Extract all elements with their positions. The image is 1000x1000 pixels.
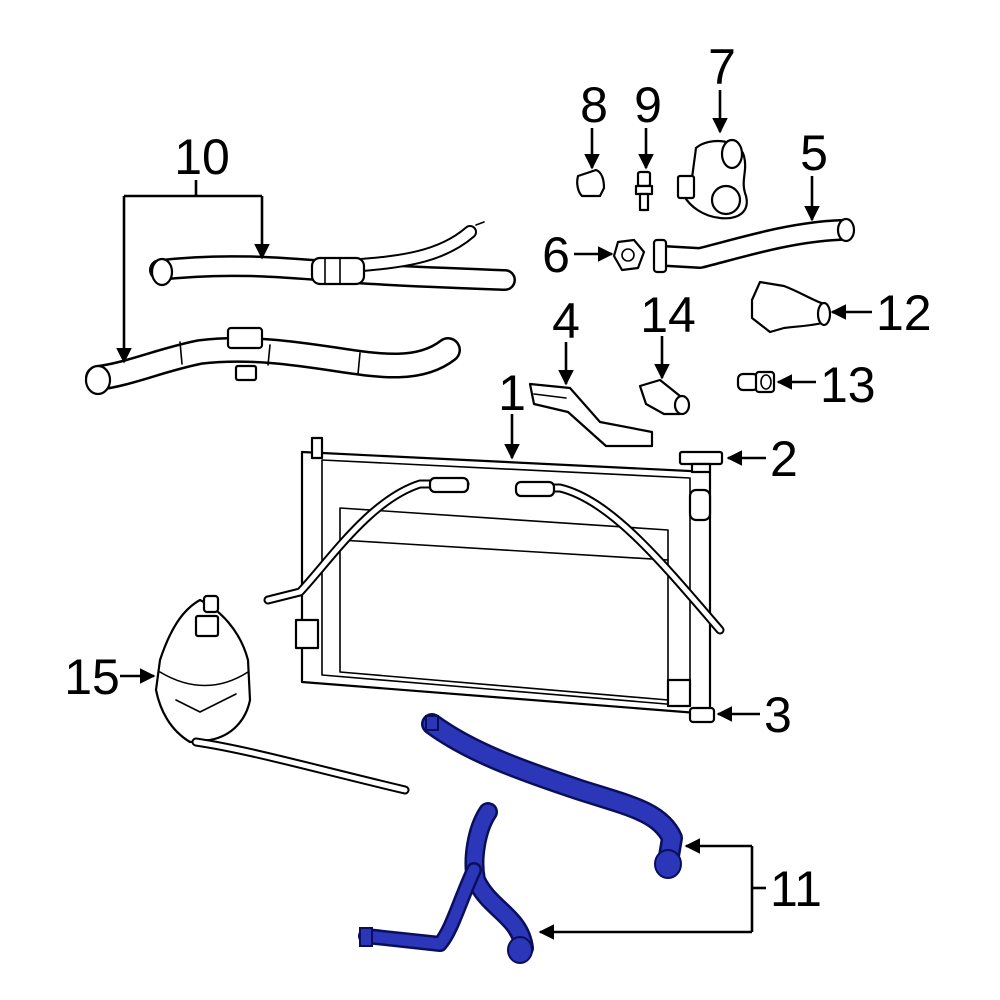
callout-3: 3 — [764, 687, 792, 743]
callout-7: 7 — [708, 39, 736, 95]
part-1-radiator — [263, 436, 725, 716]
callout-10: 10 — [174, 129, 230, 185]
callout-9: 9 — [634, 77, 662, 133]
callout-14: 14 — [640, 287, 696, 343]
part-2-bracket — [678, 450, 724, 474]
part-12-hose-fitting — [750, 280, 832, 334]
callout-11: 11 — [770, 861, 822, 917]
leader-lines — [116, 90, 872, 940]
part-11-lower-hose-lower — [358, 802, 534, 964]
part-10-upper-hose-bottom — [84, 326, 461, 396]
part-7-thermostat-housing — [676, 138, 748, 220]
part-9-sensor — [634, 170, 654, 212]
callout-13: 13 — [820, 357, 876, 413]
part-13-fitting — [736, 370, 776, 394]
callout-6: 6 — [542, 227, 570, 283]
callout-2: 2 — [770, 431, 798, 487]
callout-1: 1 — [498, 365, 526, 421]
part-5-coolant-pipe — [652, 217, 856, 274]
callout-4: 4 — [552, 293, 580, 349]
part-15-coolant-reservoir — [154, 594, 410, 795]
part-4-support-bracket — [528, 382, 654, 448]
callout-8: 8 — [580, 77, 608, 133]
callout-15: 15 — [64, 649, 120, 705]
part-11-lower-hose-upper — [421, 713, 683, 879]
part-6-nut — [612, 238, 646, 272]
part-10-upper-hose-top — [149, 221, 516, 291]
part-14-connector — [638, 378, 691, 416]
part-8-cap — [576, 168, 606, 198]
callout-labels: 1 2 3 4 5 6 7 8 9 10 11 12 13 14 15 — [64, 39, 931, 917]
callout-12: 12 — [876, 285, 932, 341]
callout-5: 5 — [800, 125, 828, 181]
part-3-bracket — [688, 706, 716, 724]
